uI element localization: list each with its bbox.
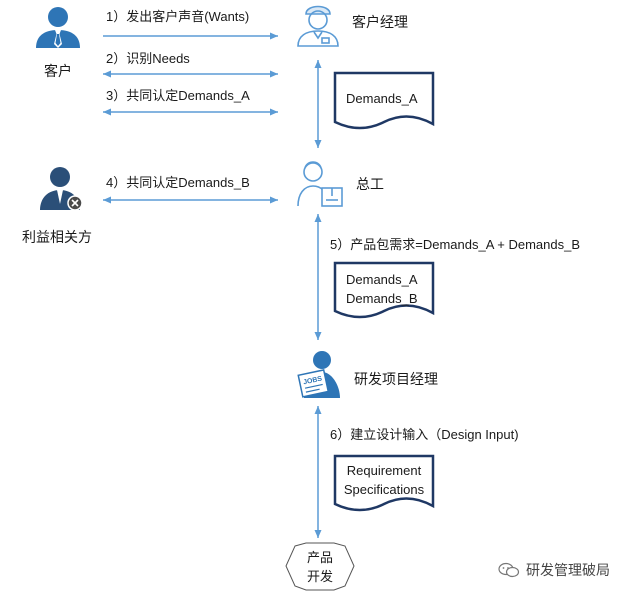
step-1-label: 1）发出客户声音(Wants) [106, 9, 250, 24]
document-requirement-specs [333, 454, 435, 512]
watermark-text: 研发管理破局 [526, 562, 610, 578]
step-2-label: 2）识别Needs [106, 51, 190, 66]
stakeholder-icon [40, 167, 83, 211]
doc1-line-1: Demands_A [346, 91, 418, 106]
account-manager-icon [297, 5, 339, 47]
step-3-label: 3）共同认定Demands_A [106, 88, 250, 103]
doc2-line-1: Demands_A [346, 272, 418, 287]
customer-person-icon [36, 7, 80, 48]
jobs-icon-text: JOBS [303, 375, 323, 386]
document-demands-ab [333, 261, 435, 319]
wechat-icon [498, 562, 520, 578]
step-6-label: 6）建立设计输入（Design Input) [330, 427, 519, 442]
doc3-line-2: Specifications [344, 482, 425, 497]
account-manager-label: 客户经理 [352, 14, 408, 30]
step-5-label: 5）产品包需求=Demands_A + Demands_B [330, 237, 580, 252]
rd-manager-icon: JOBS [297, 351, 340, 398]
product-dev-line-1: 产品 [307, 550, 333, 565]
doc3-line-1: Requirement [347, 463, 422, 478]
stakeholders-label: 利益相关方 [22, 229, 92, 245]
doc2-line-2: Demands_B [346, 291, 418, 306]
document-demands-a [333, 71, 435, 130]
watermark: 研发管理破局 [498, 560, 610, 580]
chief-engineer-icon [297, 161, 343, 207]
product-dev-line-2: 开发 [307, 569, 333, 584]
rd-manager-label: 研发项目经理 [354, 371, 438, 387]
product-dev-hexagon [285, 542, 355, 591]
chief-engineer-label: 总工 [356, 176, 384, 192]
step-4-label: 4）共同认定Demands_B [106, 175, 250, 190]
customer-label: 客户 [44, 63, 72, 79]
